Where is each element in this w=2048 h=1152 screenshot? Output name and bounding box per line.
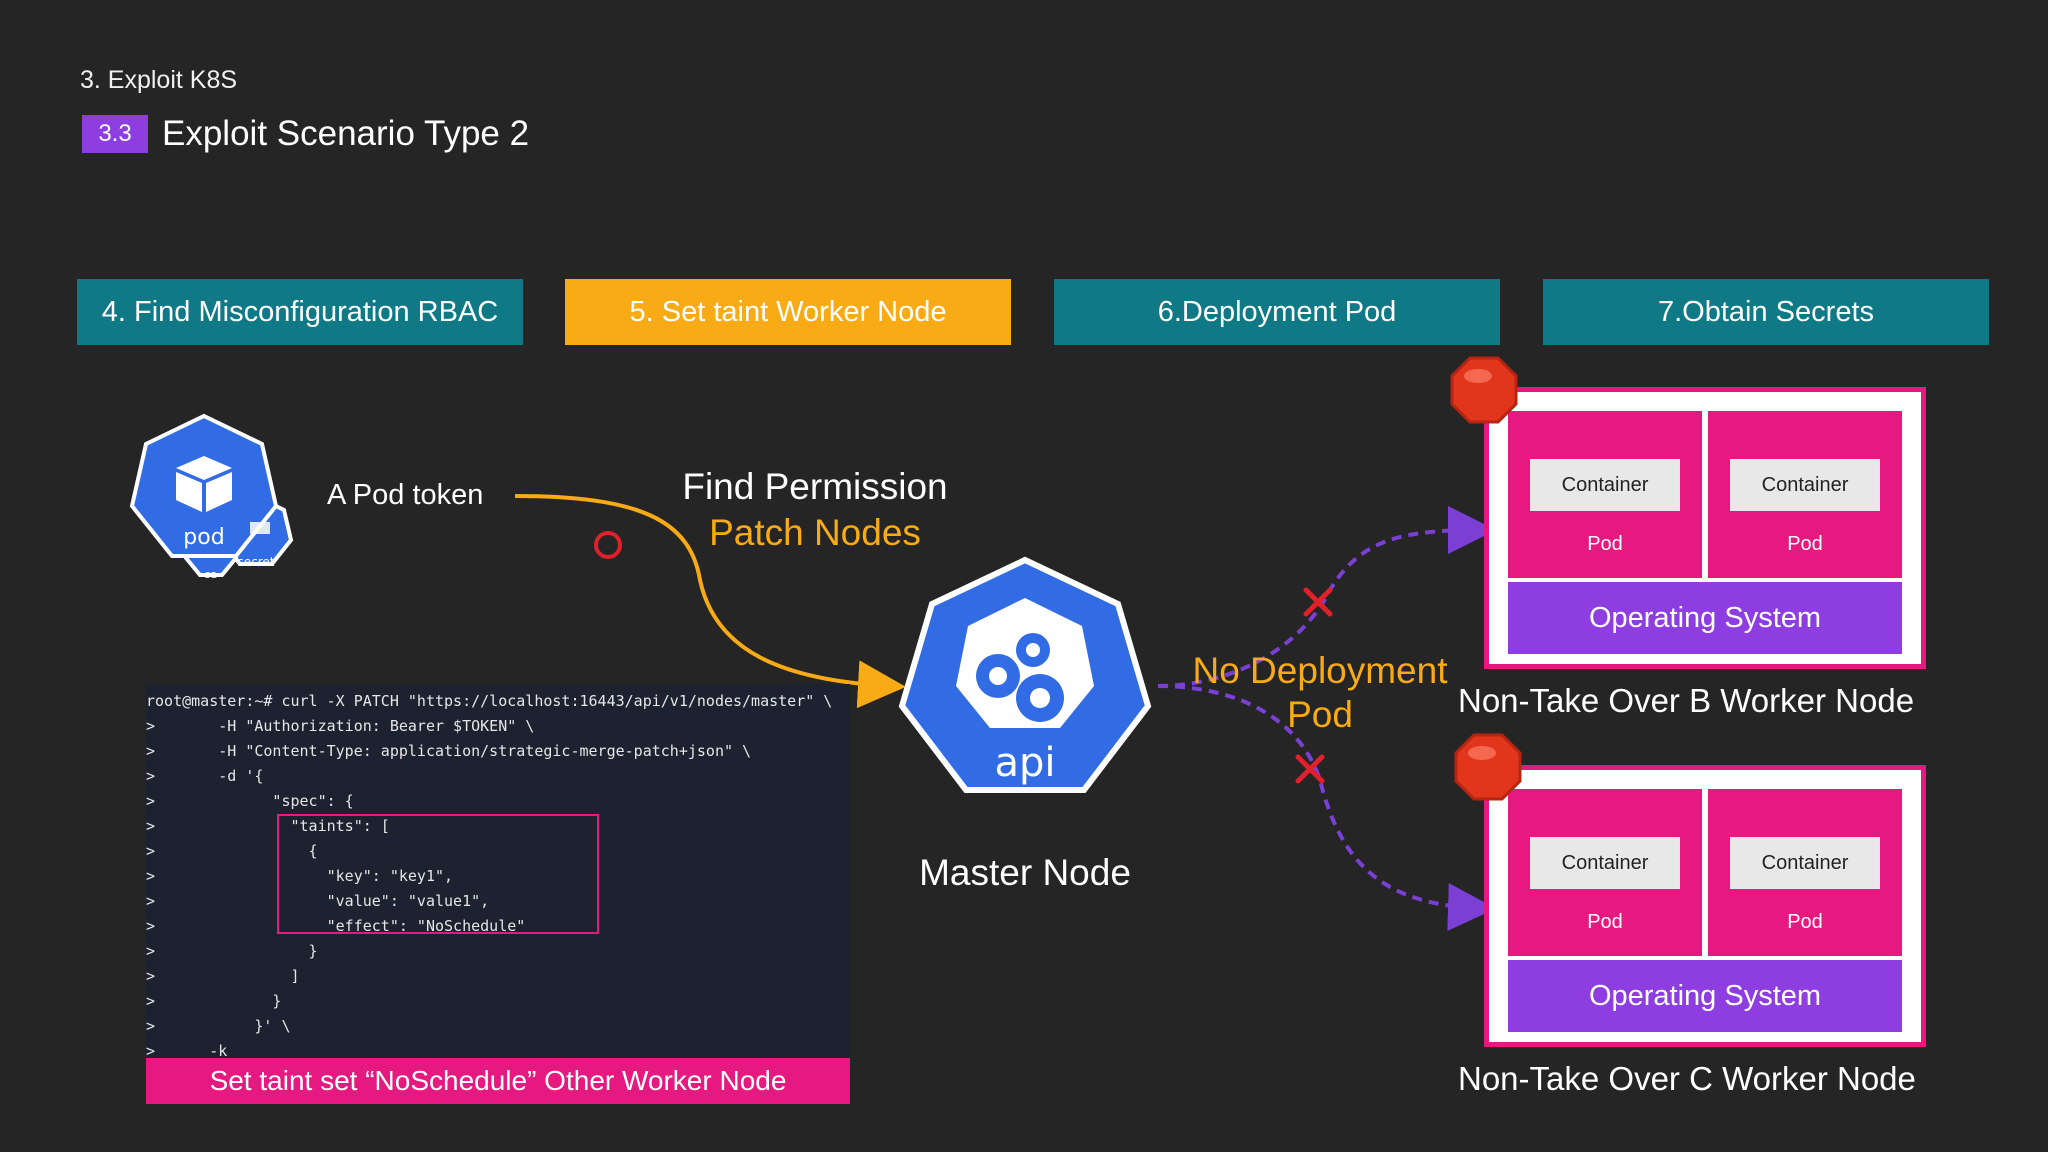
pod-cell: Container Pod — [1708, 411, 1902, 578]
code-line: > "spec": { — [146, 792, 354, 810]
pod-label: Pod — [1587, 911, 1623, 933]
worker-node-b-title: Non-Take Over B Worker Node — [1458, 682, 1915, 719]
code-line: > "value": "value1", — [146, 892, 490, 910]
pod-token-label: A Pod token — [327, 479, 484, 511]
taints-highlight-box — [277, 814, 599, 934]
section-title: Exploit Scenario Type 2 — [162, 114, 530, 153]
sa-icon-label: sa — [205, 568, 217, 581]
container-label: Container — [1530, 837, 1680, 889]
code-line: > ] — [146, 967, 300, 985]
code-caption: Set taint set “NoSchedule” Other Worker … — [146, 1058, 850, 1104]
pod-cell: Container Pod — [1508, 411, 1702, 578]
token-to-api-arrow — [514, 494, 906, 709]
code-line: > }' \ — [146, 1017, 291, 1035]
find-permission-line2: Patch Nodes — [709, 512, 921, 553]
section-number-badge: 3.3 — [82, 115, 148, 153]
operating-system-bar: Operating System — [1508, 582, 1902, 654]
blocked-x-top — [1303, 587, 1333, 617]
worker-node-c: Container Pod Container Pod Operating Sy… — [1484, 765, 1926, 1047]
no-deployment-line1: No Deployment — [1192, 650, 1448, 691]
no-deployment-label: No Deployment Pod — [1170, 650, 1470, 736]
step-7-obtain-secrets: 7.Obtain Secrets — [1543, 279, 1989, 345]
master-node-label: Master Node — [919, 852, 1131, 893]
pod-icon: pod secret sa — [129, 413, 294, 581]
worker-node-b: Container Pod Container Pod Operating Sy… — [1484, 387, 1926, 669]
cube-icon — [176, 456, 232, 512]
step-6-deployment-pod: 6.Deployment Pod — [1054, 279, 1500, 345]
step-5-set-taint: 5. Set taint Worker Node — [565, 279, 1011, 345]
secret-icon-label: secret — [238, 555, 275, 569]
code-line: > -d '{ — [146, 767, 264, 785]
code-line: > } — [146, 992, 282, 1010]
container-label: Container — [1730, 459, 1880, 511]
step-4-find-rbac: 4. Find Misconfiguration RBAC — [77, 279, 523, 345]
api-icon-label: api — [994, 740, 1055, 786]
code-line: root@master:~# curl -X PATCH "https://lo… — [146, 692, 833, 710]
operating-system-bar: Operating System — [1508, 960, 1902, 1032]
code-line: > { — [146, 842, 318, 860]
code-line: > } — [146, 942, 318, 960]
code-line: > "key": "key1", — [146, 867, 454, 885]
code-line: > -k — [146, 1042, 228, 1058]
code-line: > -H "Authorization: Bearer $TOKEN" \ — [146, 717, 535, 735]
terminal-code-panel: root@master:~# curl -X PATCH "https://lo… — [146, 684, 850, 1058]
find-permission-label: Find Permission Patch Nodes — [640, 466, 990, 554]
pod-icon-label: pod — [183, 525, 224, 550]
blocked-x-bottom — [1295, 754, 1325, 784]
container-label: Container — [1530, 459, 1680, 511]
pod-cell: Container Pod — [1708, 789, 1902, 956]
worker-node-c-title: Non-Take Over C Worker Node — [1458, 1060, 1916, 1097]
breadcrumb: 3. Exploit K8S — [80, 66, 238, 94]
code-line: > "taints": [ — [146, 817, 390, 835]
code-line: > "effect": "NoSchedule" — [146, 917, 526, 935]
pod-label: Pod — [1787, 911, 1823, 933]
pod-label: Pod — [1787, 533, 1823, 555]
container-label: Container — [1730, 837, 1880, 889]
find-permission-line1: Find Permission — [682, 466, 948, 507]
no-deployment-line2: Pod — [1287, 694, 1353, 735]
pod-cell: Container Pod — [1508, 789, 1702, 956]
stop-sign-icon — [1454, 733, 1522, 801]
api-to-node-c-arrow — [1157, 684, 1496, 932]
red-circle-marker — [594, 531, 622, 559]
code-line: > -H "Content-Type: application/strategi… — [146, 742, 752, 760]
pod-label: Pod — [1587, 533, 1623, 555]
stop-sign-icon — [1450, 356, 1518, 424]
api-server-icon: api — [898, 556, 1152, 793]
